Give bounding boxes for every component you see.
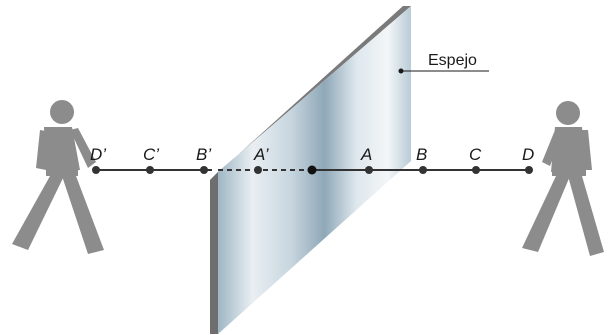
left-person-figure [12,100,104,254]
label-c: C [469,145,482,164]
point-d-prime [92,166,100,174]
label-d: D [522,145,534,164]
point-d [525,166,533,174]
mirror-edge [210,172,218,334]
label-b: B [416,145,427,164]
point-a [365,166,373,174]
point-a-prime [254,166,262,174]
mirror-callout: Espejo [399,52,490,74]
label-a-prime: A’ [253,145,269,164]
mirror-leader-dot [399,69,404,74]
right-person-figure [522,101,604,256]
point-center [308,166,317,175]
point-c [472,166,480,174]
point-c-prime [146,166,154,174]
point-b-prime [200,166,208,174]
mirror-label: Espejo [428,52,477,69]
point-b [419,166,427,174]
label-a: A [360,145,372,164]
label-c-prime: C’ [143,145,159,164]
label-b-prime: B’ [196,145,211,164]
label-d-prime: D’ [90,145,106,164]
